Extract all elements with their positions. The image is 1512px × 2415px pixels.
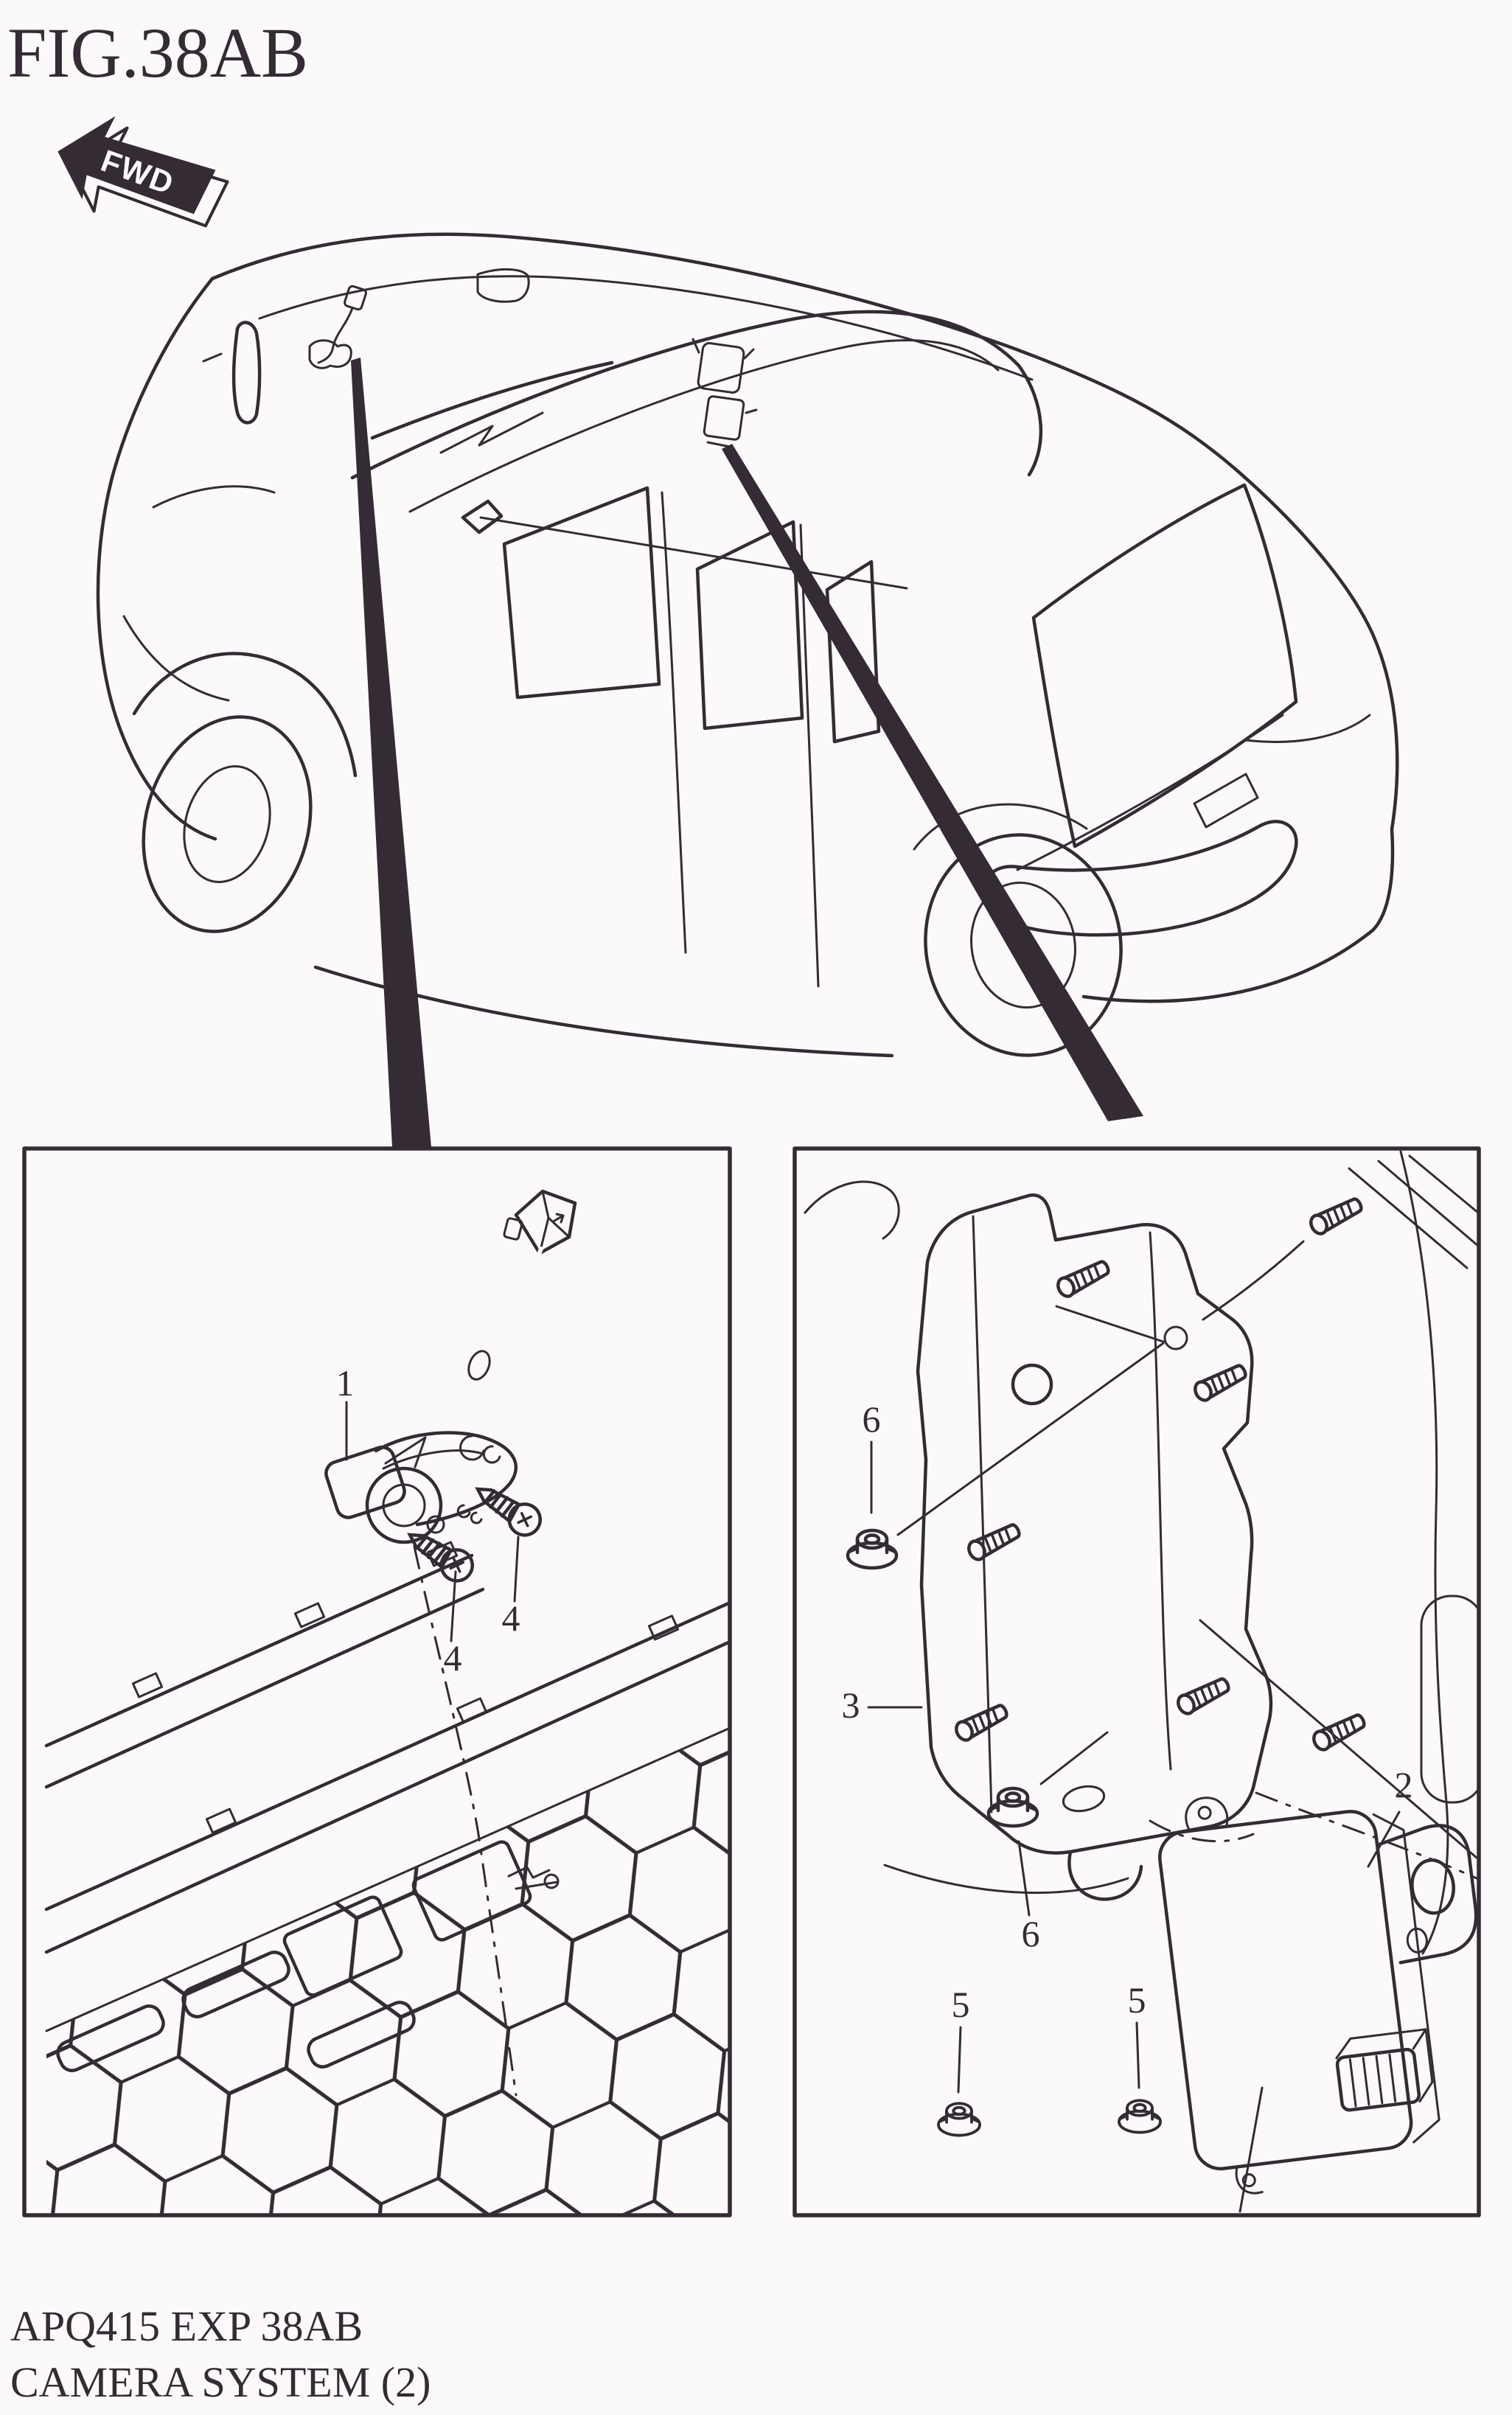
callout-5-left-label: 5 (952, 1984, 970, 2025)
stud-icon (1311, 1711, 1367, 1752)
callout-4-right-label: 4 (502, 1597, 520, 1639)
right-panel-leader-lines (867, 1240, 1401, 2213)
camera-assembly-drawing (324, 1189, 577, 1544)
nut-icon (989, 1788, 1037, 1826)
left-panel-leader-lines (345, 1401, 520, 2097)
callout-2-label: 2 (1395, 1764, 1413, 1805)
callout-6-bottom-label: 6 (1022, 1913, 1040, 1954)
body-panel-background (804, 1150, 1479, 1955)
figure-footer: APQ415 EXP 38AB CAMERA SYSTEM (2) (10, 2299, 431, 2411)
callout-4-left-label: 4 (444, 1637, 462, 1679)
stud-icon (953, 1701, 1009, 1743)
bracket-drawing (916, 1193, 1273, 1901)
vehicle-illustration (96, 232, 1399, 1058)
stud-icon (1055, 1258, 1111, 1299)
left-panel-border (22, 1146, 732, 2217)
stud-icon (1175, 1675, 1231, 1716)
camera-harness-on-vehicle (308, 285, 367, 369)
right-panel-border (792, 1146, 1481, 2217)
leader-wedge-right (722, 444, 1143, 1121)
footer-caption: CAMERA SYSTEM (2) (10, 2358, 431, 2406)
nut-icon (848, 1530, 896, 1568)
module-connector (1335, 2028, 1434, 2112)
stud-icon (966, 1521, 1022, 1562)
leader-wedge-left (351, 358, 431, 1147)
nut-icon (937, 2102, 981, 2137)
fwd-arrow-icon: FWD (58, 116, 229, 228)
footer-code: APQ415 EXP 38AB (10, 2302, 363, 2350)
stud-icon (1308, 1195, 1364, 1236)
controller-bracket-on-vehicle (691, 338, 758, 448)
callout-6-top-label: 6 (863, 1398, 881, 1440)
callout-5-right-label: 5 (1128, 1979, 1146, 2021)
grille-drawing (44, 1541, 730, 2214)
callout-1-label: 1 (336, 1362, 355, 1404)
controller-bracket-panel: 6 3 6 2 5 5 (792, 1146, 1481, 2217)
figure-title: FIG.38AB (7, 13, 309, 92)
callout-3-label: 3 (842, 1684, 860, 1726)
controller-module-drawing (1158, 1797, 1478, 2195)
front-camera-panel: 1 4 4 (22, 1146, 732, 2217)
nut-icon (1118, 2099, 1162, 2134)
stud-icon (1192, 1362, 1248, 1403)
